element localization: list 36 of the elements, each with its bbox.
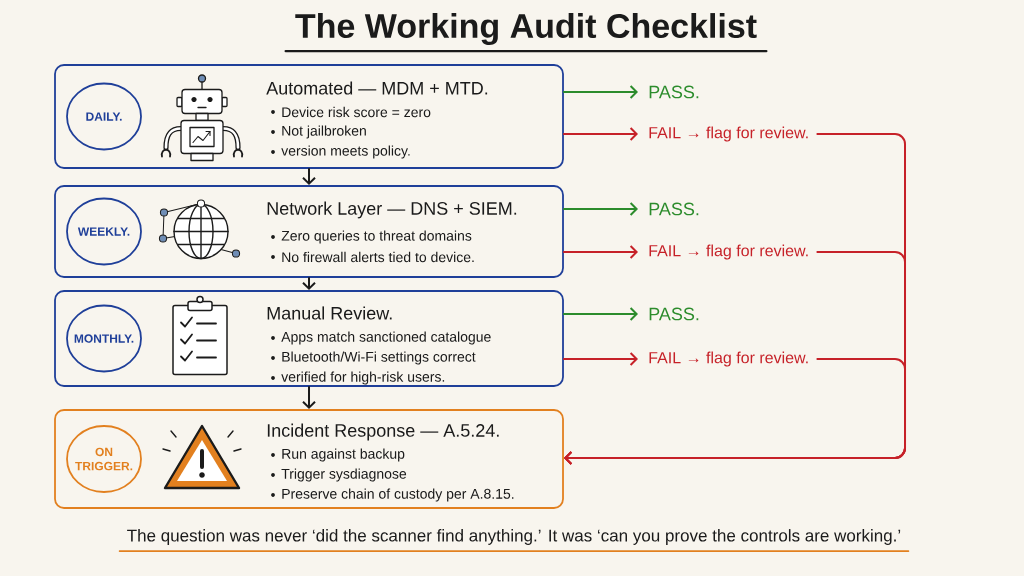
box-heading: Network Layer — DNS + SIEM. — [267, 201, 517, 219]
list-item: Not jailbroken — [282, 125, 366, 139]
caption: The question was never ‘did the scanner find anything.’ It was ‘can you prove the controls are working.’ — [127, 529, 901, 545]
list-item: No firewall alerts tied to device. — [282, 251, 474, 263]
list-item: Trigger sysdiagnose — [281, 468, 407, 482]
arrow — [562, 352, 638, 366]
list-item: Zero queries to threat domains — [281, 230, 472, 244]
arrow — [562, 127, 638, 141]
arrow — [562, 245, 638, 259]
title: The Working Audit Checklist — [295, 13, 757, 45]
list-item: version meets policy. — [281, 145, 410, 159]
circle-label: ON TRIGGER. — [66, 425, 142, 493]
list-item: Device risk score = zero — [282, 106, 431, 118]
list-item: Preserve chain of custody per A.8.15. — [282, 488, 514, 502]
circle-label: MONTHLY. — [66, 304, 142, 373]
arrow — [562, 85, 638, 99]
box-heading: Manual Review. — [267, 306, 392, 320]
box-heading: Automated — MDM + MTD. — [266, 81, 488, 95]
box-heading: Incident Response — A.5.24. — [267, 423, 499, 441]
list-item: Apps match sanctioned catalogue — [281, 331, 491, 345]
arrow — [563, 358, 906, 465]
result-label: PASS. — [649, 202, 699, 216]
circle-label: DAILY. — [66, 82, 142, 151]
result-label: PASS. — [649, 85, 699, 99]
arrow — [302, 167, 316, 186]
list-item: Bluetooth/Wi-Fi settings correct — [282, 351, 476, 365]
list-item: Run against backup — [282, 448, 405, 462]
arrow — [302, 385, 316, 410]
result-label: FAIL → flag for review. — [649, 244, 808, 260]
result-label: FAIL → flag for review. — [649, 351, 808, 367]
list-item: verified for high-risk users. — [281, 371, 445, 385]
result-label: FAIL → flag for review. — [649, 126, 808, 142]
circle-label: WEEKLY. — [66, 197, 142, 266]
arrow — [562, 202, 638, 216]
result-label: PASS. — [649, 307, 699, 321]
arrow — [562, 307, 638, 321]
